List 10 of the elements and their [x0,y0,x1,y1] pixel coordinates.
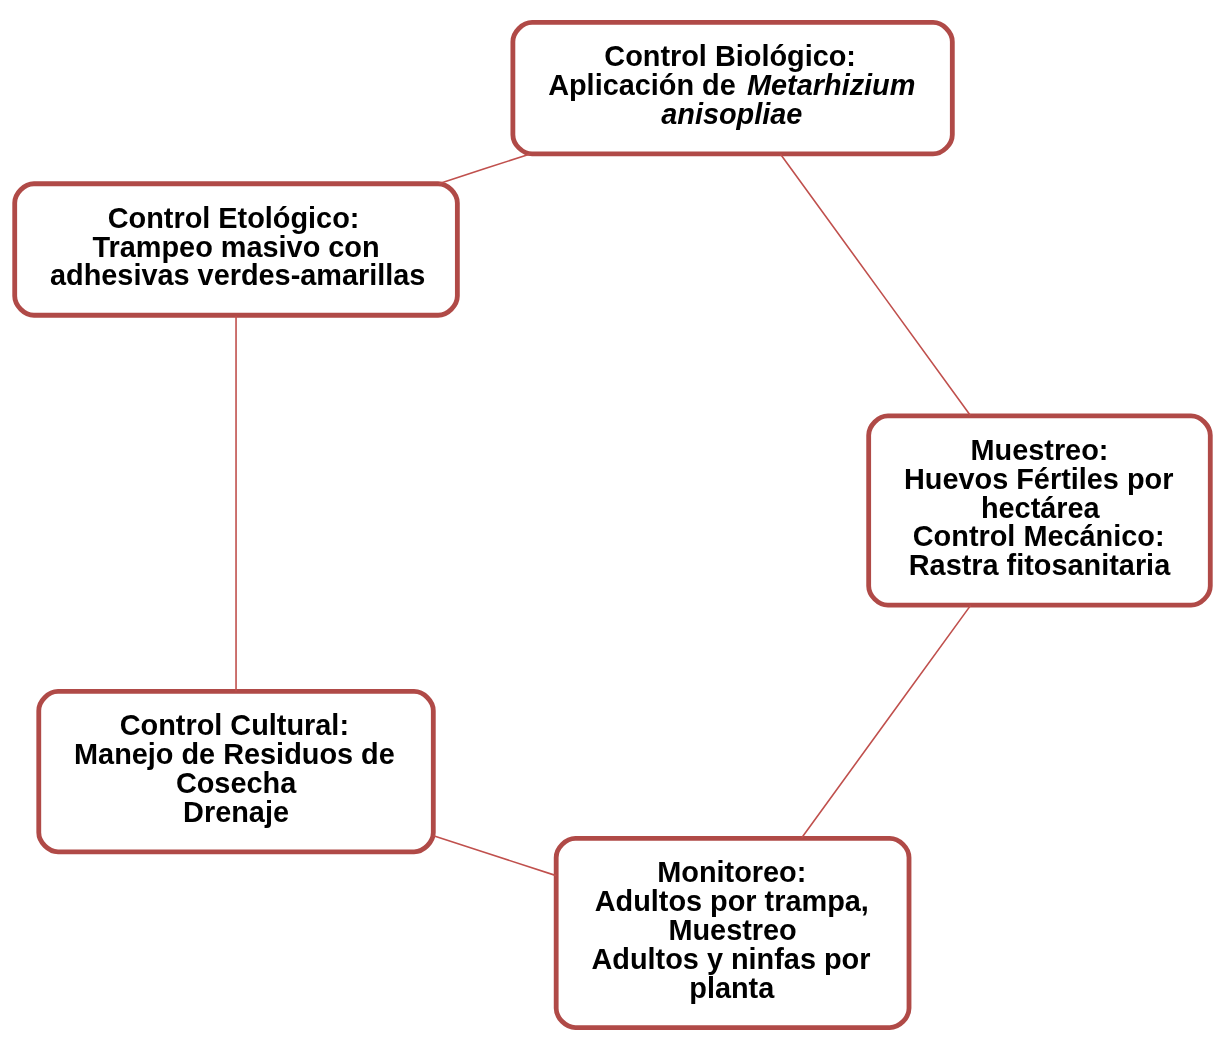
connector [437,153,531,185]
connector [800,604,972,839]
node-box: Muestreo: Huevos Fértiles por hectárea Control Mecánico: Rastra fitosanitaria [866,413,1213,608]
node-box: Control Etológico: Trampeo masivo con adhesivas verdes-amarillas [12,181,460,318]
connector [235,315,237,692]
connector [779,153,972,417]
node-box: Monitoreo: Adultos por trampa, Muestreo Adultos y ninfas por planta [553,835,912,1030]
node-box: Control Cultural: Manejo de Residuos de Cosecha Drenaje [36,689,436,855]
node-box: Control Biológico: Aplicación de Metarhizium anisopliae [510,20,955,157]
connector [432,834,557,877]
